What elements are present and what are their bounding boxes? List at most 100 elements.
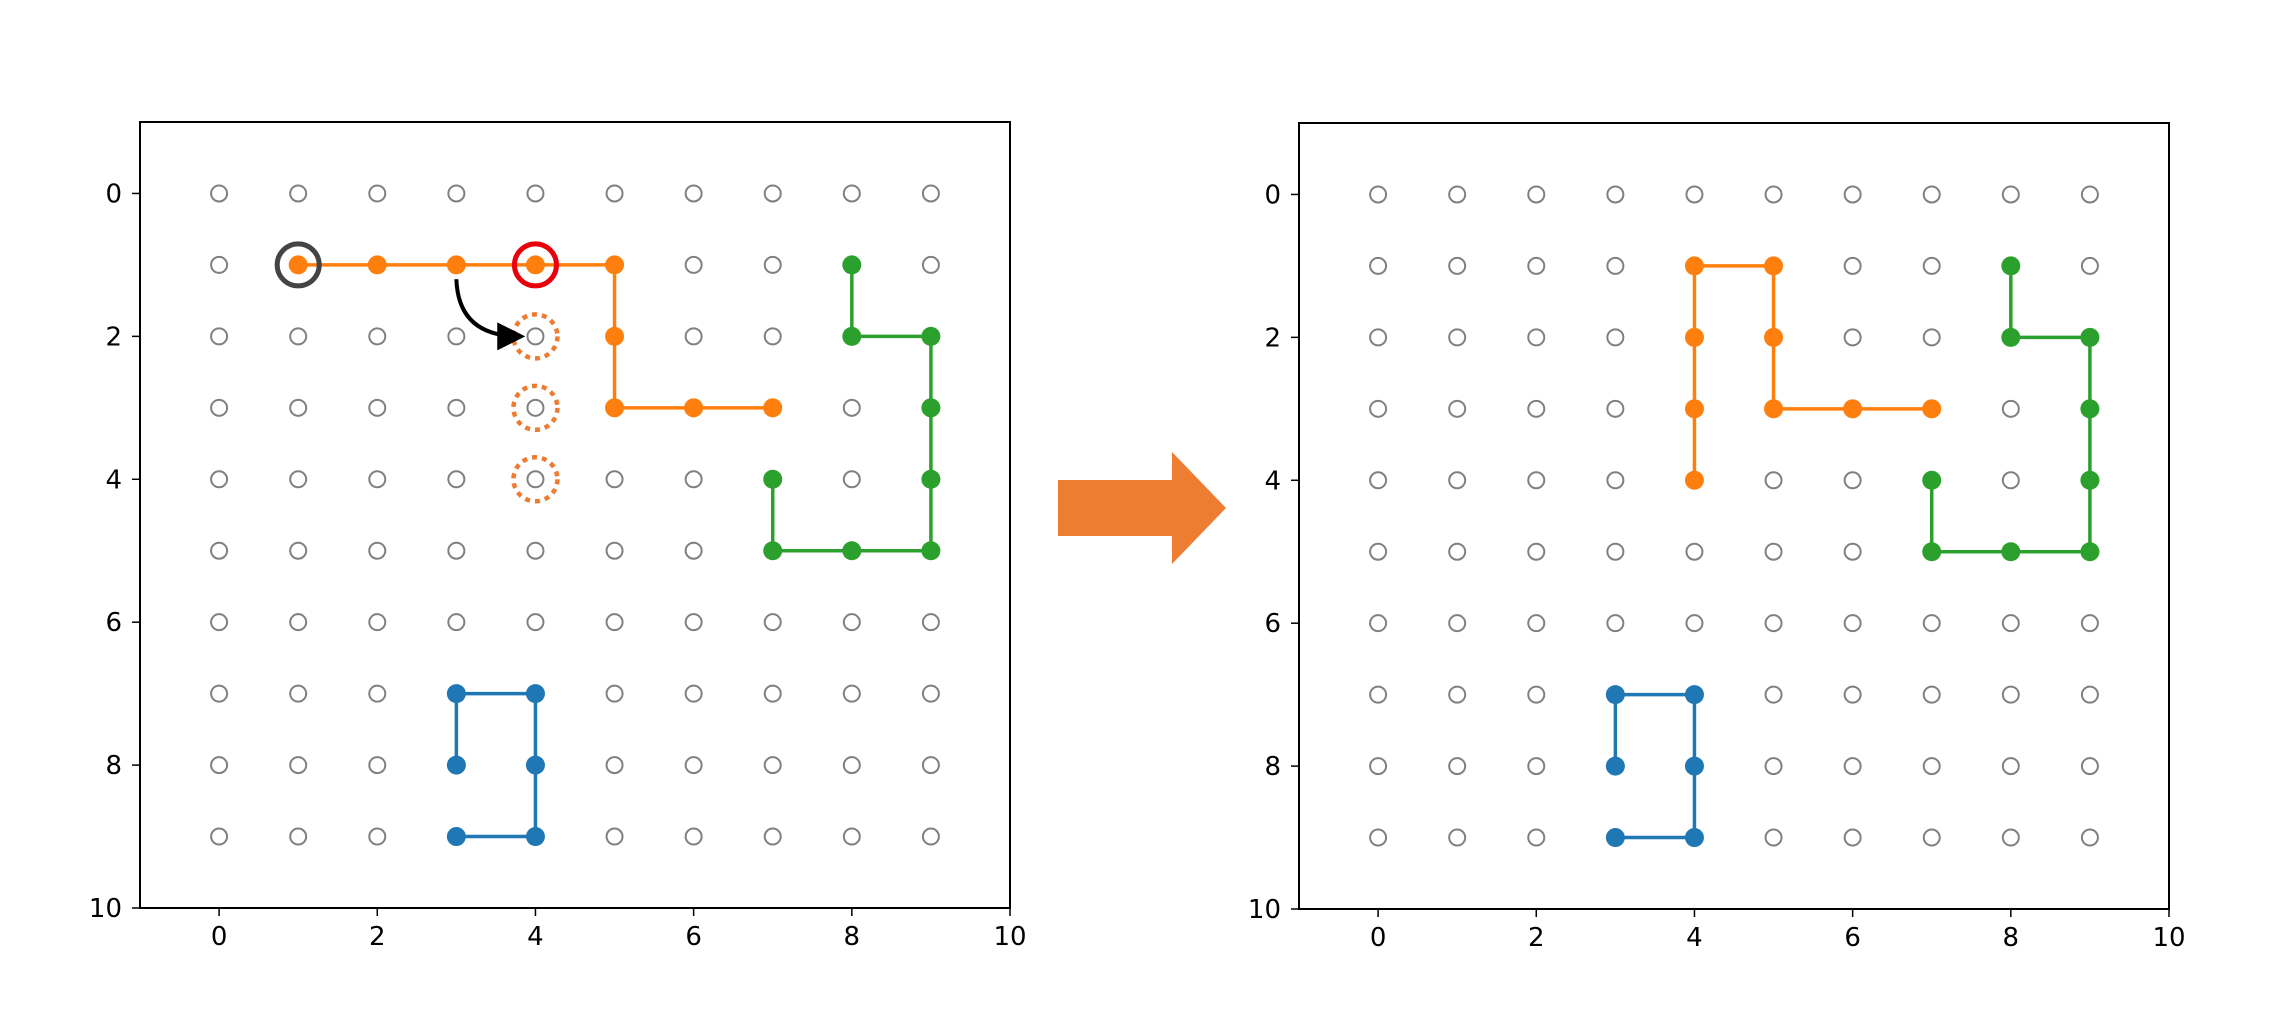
grid-point (526, 613, 545, 632)
chain-node (842, 326, 862, 346)
chain-node (1684, 399, 1704, 419)
grid-point (1369, 757, 1388, 776)
chain-node (1684, 256, 1704, 276)
chain-node (921, 398, 941, 418)
grid-point (1922, 256, 1941, 275)
chain-path-line (1613, 692, 1697, 840)
chain-node (1605, 756, 1625, 776)
chain-node (1922, 399, 1942, 419)
chain-node (605, 255, 625, 275)
grid-point (763, 613, 782, 632)
grid-point (684, 255, 703, 274)
grid-point (368, 327, 387, 346)
grid-point (2080, 685, 2099, 704)
grid-point (1448, 542, 1467, 561)
grid-point (289, 184, 308, 203)
grid-point (921, 827, 940, 846)
grid-point (2001, 614, 2020, 633)
chain-node (2080, 542, 2100, 562)
grid-point (526, 541, 545, 560)
grid-point (210, 541, 229, 560)
y-tick-label: 4 (1264, 466, 1281, 496)
chain-node (1605, 685, 1625, 705)
grid-point (763, 184, 782, 203)
grid-point (1843, 185, 1862, 204)
grid-point (289, 398, 308, 417)
grid-point (1369, 685, 1388, 704)
grid-point (1764, 185, 1783, 204)
grid-point (1764, 757, 1783, 776)
grid-point (1448, 757, 1467, 776)
grid-point (1764, 828, 1783, 847)
grid-point (1606, 256, 1625, 275)
grid-point (1843, 757, 1862, 776)
grid-point (842, 184, 861, 203)
grid-point (1527, 614, 1546, 633)
grid-point (605, 470, 624, 489)
candidate-position-ring (511, 312, 560, 361)
grid-point (447, 184, 466, 203)
grid-point (684, 756, 703, 775)
grid-point (684, 827, 703, 846)
grid-point (289, 327, 308, 346)
chain-path-line (1692, 264, 1932, 481)
y-tick-label: 2 (105, 322, 122, 352)
grid-point (1448, 471, 1467, 490)
grid-point (1448, 399, 1467, 418)
y-tick-label: 6 (1264, 609, 1281, 639)
grid-point (1922, 685, 1941, 704)
chain-node (525, 755, 545, 775)
chain-node (525, 684, 545, 704)
grid-point (1922, 614, 1941, 633)
pivot-node-ring (511, 241, 559, 289)
grid-point (1606, 399, 1625, 418)
grid-point (1685, 542, 1704, 561)
grid-point (1369, 185, 1388, 204)
grid-point (684, 684, 703, 703)
x-tick-label: 4 (1686, 923, 1703, 953)
chain-node (446, 684, 466, 704)
chain-node (1764, 327, 1784, 347)
y-tick-label: 10 (1248, 895, 1281, 925)
grid-point (289, 827, 308, 846)
chain-node (446, 255, 466, 275)
grid-point (1843, 828, 1862, 847)
grid-point (1448, 685, 1467, 704)
grid-point (526, 184, 545, 203)
x-tick-label: 0 (1370, 923, 1387, 953)
grid-point (1764, 471, 1783, 490)
grid-point (605, 613, 624, 632)
chain-node (921, 541, 941, 561)
chain-node (2001, 542, 2021, 562)
grid-point (1685, 185, 1704, 204)
grid-point (605, 827, 624, 846)
grid-point (1843, 614, 1862, 633)
grid-point (684, 613, 703, 632)
grid-point (842, 827, 861, 846)
grid-point (763, 327, 782, 346)
chain-node (921, 469, 941, 489)
grid-point (289, 470, 308, 489)
grid-point (921, 255, 940, 274)
chain-node (2001, 256, 2021, 276)
transition-arrow (1058, 452, 1226, 564)
grid-point (842, 756, 861, 775)
grid-point (921, 756, 940, 775)
chain-node (763, 398, 783, 418)
chain-node (2080, 399, 2100, 419)
grid-point (447, 470, 466, 489)
grid-point (368, 613, 387, 632)
grid-point (526, 470, 545, 489)
grid-point (210, 684, 229, 703)
grid-point (1606, 471, 1625, 490)
grid-point (447, 398, 466, 417)
grid-point (1448, 328, 1467, 347)
x-tick-label: 8 (844, 922, 861, 952)
grid-point (1527, 685, 1546, 704)
y-tick-label: 10 (89, 894, 122, 924)
grid-point (2080, 185, 2099, 204)
start-node-ring (274, 241, 322, 289)
grid-point (1369, 399, 1388, 418)
grid-point (1922, 757, 1941, 776)
